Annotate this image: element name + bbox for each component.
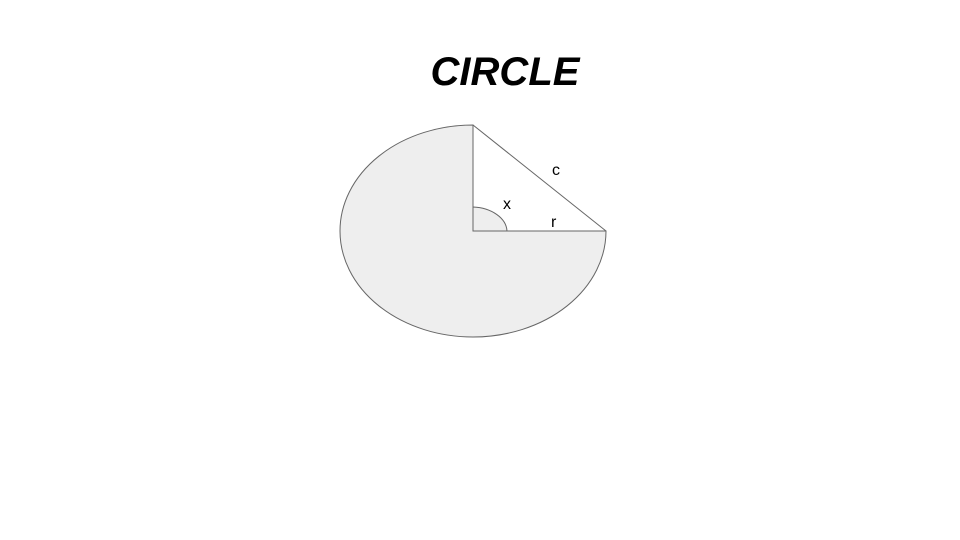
radius-label: r [551, 214, 557, 231]
angle-label: x [503, 196, 511, 213]
angle-arc [472, 206, 508, 232]
chord-line [472, 124, 607, 232]
chord-label: c [552, 162, 560, 179]
diagram-title: CIRCLE [430, 50, 580, 94]
